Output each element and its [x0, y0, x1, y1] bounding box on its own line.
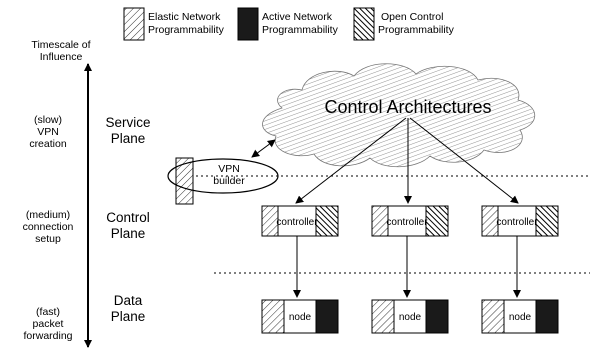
elastic-swatch — [123, 7, 145, 41]
controller-label: controller — [386, 217, 428, 228]
fast-line2: packet — [33, 318, 64, 330]
cloud-label: Control Architectures — [324, 97, 491, 117]
fast-line1: (fast) — [36, 306, 60, 318]
slow-line2: VPN — [37, 126, 59, 138]
open-control-block — [535, 205, 559, 237]
legend-active-line2: Programmability — [262, 24, 339, 36]
controller-label: controller — [496, 217, 538, 228]
cloud-to-controller-arrows — [295, 117, 519, 204]
vpn-builder-elastic-block — [175, 157, 194, 205]
legend-active-line1: Active Network — [262, 11, 333, 23]
legend-elastic-line1: Elastic Network — [148, 11, 221, 23]
controller-to-node-arrows — [293, 236, 521, 298]
node-1: node — [261, 299, 339, 334]
elastic-block — [261, 299, 285, 334]
vpn-builder-line1: VPN — [218, 163, 240, 175]
timescale-medium: (medium) connection setup — [23, 209, 74, 245]
control-plane-line1: Control — [106, 210, 150, 225]
elastic-block — [261, 205, 279, 237]
legend-open-line2: Programmability — [378, 24, 455, 36]
data-plane-line2: Plane — [111, 309, 146, 324]
cloud-arrow-3 — [409, 117, 519, 204]
active-block — [425, 299, 449, 334]
cloud-shape — [262, 63, 536, 168]
node-label: node — [289, 312, 312, 323]
legend-elastic-line2: Programmability — [148, 24, 225, 36]
timescale-title-line2: Influence — [40, 51, 83, 63]
vpn-cloud-link — [251, 139, 276, 158]
timescale-title-line1: Timescale of — [31, 39, 90, 51]
control-architectures-cloud: Control Architectures — [262, 63, 536, 168]
timescale-slow: (slow) VPN creation — [29, 114, 67, 150]
timescale-fast: (fast) packet forwarding — [23, 306, 72, 342]
plane-labels: Service Plane Control Plane Data Plane — [105, 115, 150, 324]
controller-1: controller — [261, 205, 339, 237]
fast-line3: forwarding — [23, 330, 72, 342]
controller-2: controller — [371, 205, 449, 237]
elastic-block — [371, 299, 395, 334]
elastic-block — [481, 299, 505, 334]
open-control-block — [315, 205, 339, 237]
node-label: node — [399, 312, 422, 323]
node-label: node — [509, 312, 532, 323]
medium-line3: setup — [35, 233, 61, 245]
legend: Elastic Network Programmability Active N… — [123, 7, 455, 41]
medium-line1: (medium) — [26, 209, 70, 221]
node-3: node — [481, 299, 559, 334]
active-block — [535, 299, 559, 334]
node-2: node — [371, 299, 449, 334]
data-plane-line1: Data — [114, 293, 143, 308]
vpn-builder-ellipse — [167, 158, 279, 194]
vpn-builder-line2: builder — [213, 175, 245, 187]
service-plane-line1: Service — [105, 115, 150, 130]
controller-label: controller — [276, 217, 318, 228]
timescale-axis: Timescale of Influence (slow) VPN creati… — [23, 39, 92, 348]
open-control-swatch — [353, 7, 375, 41]
slow-line1: (slow) — [34, 114, 62, 126]
legend-item-elastic: Elastic Network Programmability — [123, 7, 225, 41]
cloud-arrow-1 — [295, 117, 407, 204]
elastic-block — [481, 205, 499, 237]
control-plane-line2: Plane — [111, 226, 146, 241]
vpn-builder: VPN builder — [167, 139, 279, 205]
legend-item-active: Active Network Programmability — [237, 7, 339, 41]
legend-open-line1: Open Control — [381, 11, 443, 23]
active-swatch — [237, 7, 259, 41]
elastic-block — [371, 205, 389, 237]
legend-item-open-control: Open Control Programmability — [353, 7, 455, 41]
active-block — [315, 299, 339, 334]
service-plane-line2: Plane — [111, 131, 146, 146]
open-control-block — [425, 205, 449, 237]
medium-line2: connection — [23, 221, 74, 233]
slow-line3: creation — [29, 138, 67, 150]
controller-3: controller — [481, 205, 559, 237]
